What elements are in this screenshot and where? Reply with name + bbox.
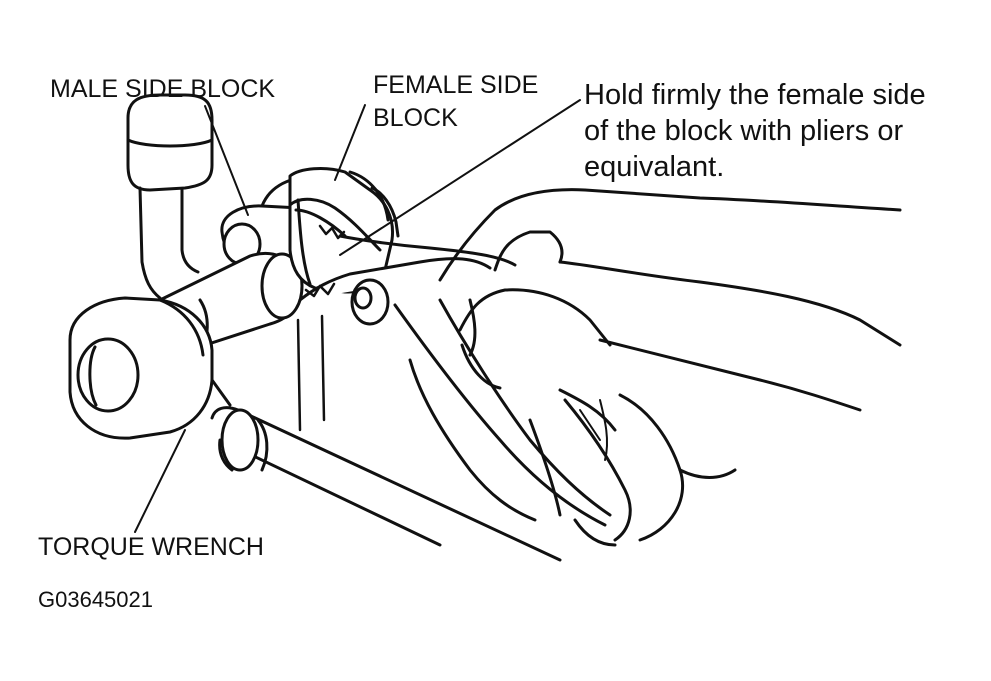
leader-pliers-note <box>339 99 581 256</box>
female-side-block-label-line1: FEMALE SIDE <box>373 71 539 99</box>
stand-lines <box>296 314 326 432</box>
torque-wrench-handle <box>210 406 562 562</box>
hand <box>408 188 902 547</box>
leader-female-side-block <box>334 104 366 181</box>
leader-lines <box>134 99 581 533</box>
leader-male-side-block <box>204 105 249 216</box>
instruction-line-1: Hold firmly the female side <box>584 79 926 111</box>
leader-torque-wrench <box>134 429 186 533</box>
bent-pipe <box>126 93 214 300</box>
figure-code: G03645021 <box>38 587 153 612</box>
torque-wrench-label: TORQUE WRENCH <box>38 533 264 561</box>
instruction-line-3: equivalant. <box>584 151 725 183</box>
male-side-block-label: MALE SIDE BLOCK <box>50 75 276 103</box>
instruction-line-2: of the block with pliers or <box>584 115 904 147</box>
torque-wrench-head <box>68 296 232 440</box>
female-side-block-label-line2: BLOCK <box>373 104 458 132</box>
pliers <box>288 197 612 527</box>
